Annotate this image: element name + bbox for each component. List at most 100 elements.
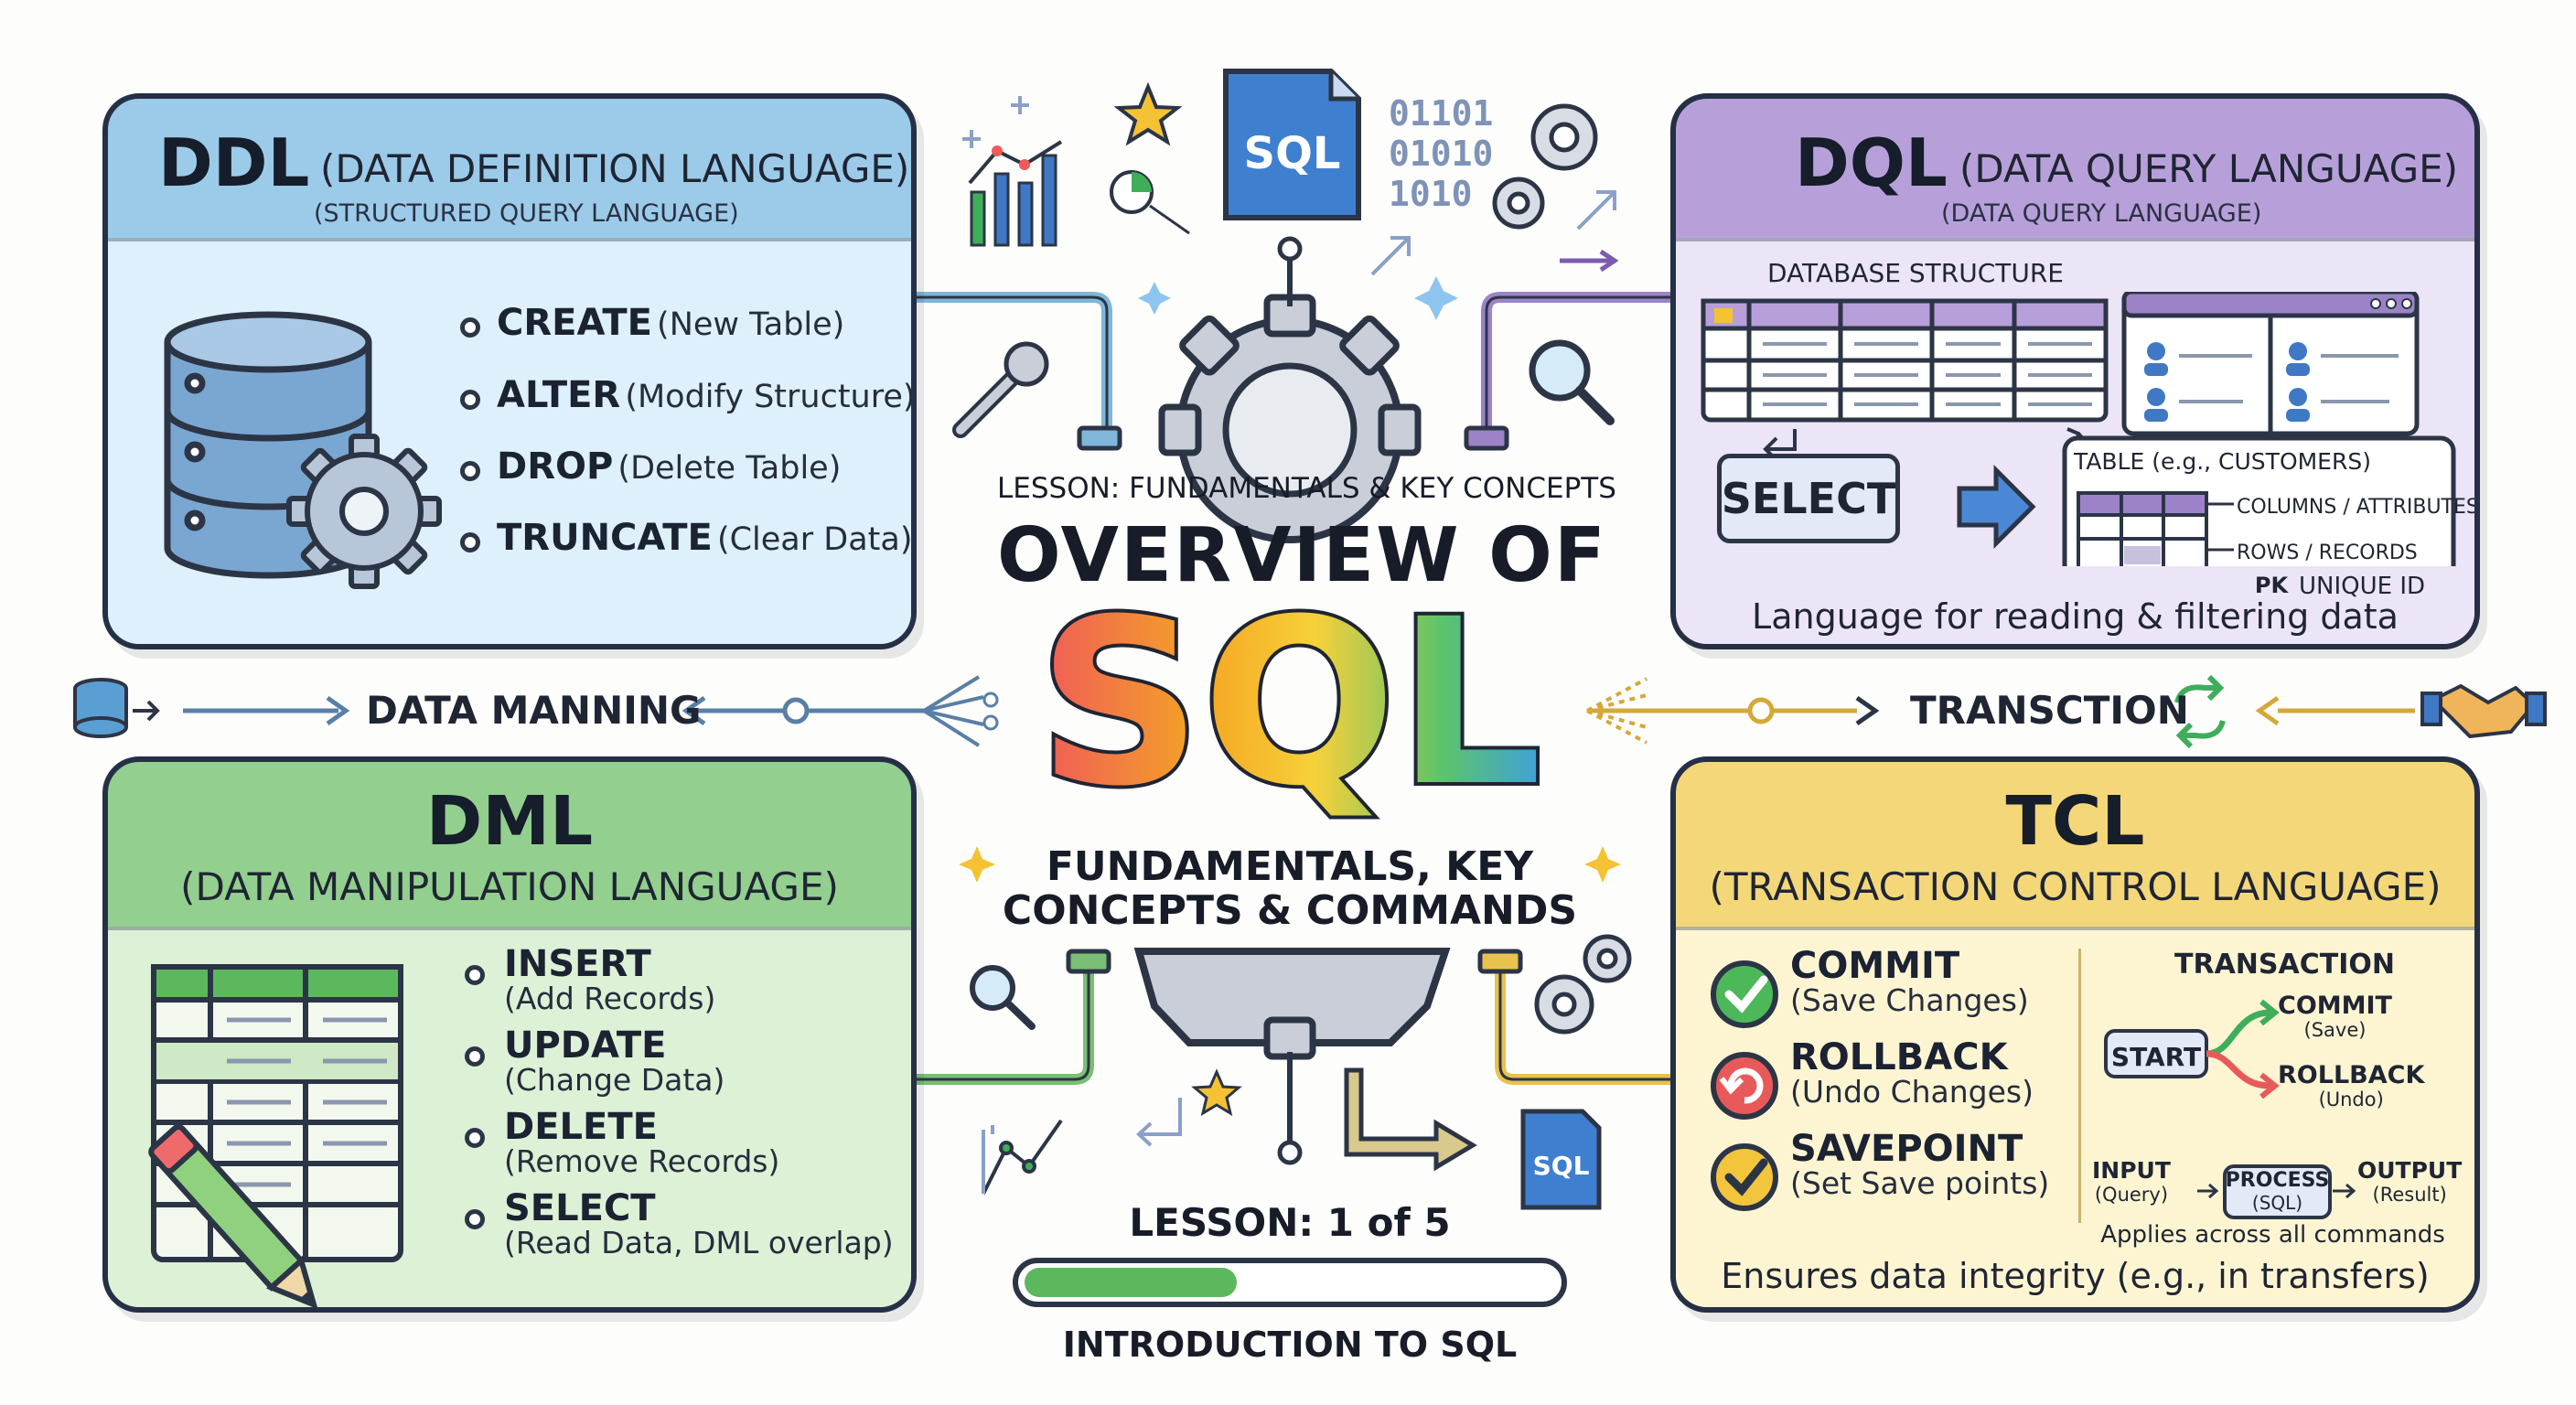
overview-title: OVERVIEW OF [997, 512, 1607, 599]
dml-panel: DML (DATA MANIPULATION LANGUAGE) [102, 756, 917, 1313]
tcl-caption: Ensures data integrity (e.g., in transfe… [1721, 1256, 2430, 1296]
select-button[interactable]: SELECT [1717, 454, 1900, 543]
sql-file-label: SQL [1243, 128, 1341, 179]
transaction-flow [2104, 999, 2356, 1219]
lesson-progress-bar [1013, 1258, 1567, 1307]
branch-commit: COMMIT (Save) [2278, 993, 2392, 1042]
command-description: (New Table) [657, 306, 845, 343]
tcl-header: TCL (TRANSACTION CONTROL LANGUAGE) [1676, 762, 2474, 927]
input-sub: (Query) [2094, 1184, 2169, 1206]
command-keyword: INSERT [504, 943, 651, 985]
ddl-command-alter: ALTER (Modify Structure) [497, 374, 916, 416]
dml-bullet [465, 1128, 485, 1148]
dml-header: DML (DATA MANIPULATION LANGUAGE) [108, 762, 911, 927]
sparkle-yellow-right-icon [1584, 846, 1621, 883]
ddl-subtitle: (STRUCTURED QUERY LANGUAGE) [314, 199, 739, 228]
command-keyword: ROLLBACK [1790, 1036, 2008, 1078]
dml-acronym: DML [425, 782, 594, 861]
dml-bullet [465, 1209, 485, 1229]
gear-pair-icon [1534, 934, 1632, 1035]
ddl-command-create: CREATE (New Table) [497, 302, 844, 344]
tcl-divider [2078, 949, 2081, 1223]
bar-chart-icon [968, 140, 1063, 247]
ddl-full-name: (DATA DEFINITION LANGUAGE) [320, 146, 910, 191]
command-keyword: CREATE [497, 302, 652, 344]
magnifier-icon [1529, 339, 1615, 425]
lesson-label: LESSON: FUNDAMENTALS & KEY CONCEPTS [997, 472, 1616, 505]
command-description: (Clear Data) [716, 521, 913, 558]
pie-chart-icon [1110, 170, 1190, 235]
rollback-icon [1711, 1052, 1778, 1120]
tcl-icons [1711, 960, 1778, 1211]
dml-full-name: (DATA MANIPULATION LANGUAGE) [180, 864, 839, 909]
commit-check-icon [1711, 960, 1778, 1028]
spreadsheet-pencil-icon [148, 964, 403, 1307]
ddl-bullet [460, 317, 480, 338]
sql-big-title: SQL [1034, 585, 1546, 823]
command-keyword: ALTER [497, 374, 621, 416]
branch-rollback-sub: (Undo) [2318, 1089, 2384, 1110]
command-keyword: SAVEPOINT [1790, 1128, 2023, 1170]
svg-text:SQL: SQL [1037, 585, 1542, 823]
swap-arrows-icon [2174, 674, 2226, 749]
transaction-label: TRANSCTION [1910, 688, 2189, 733]
transaction-connector [1586, 677, 2415, 745]
dql-diagram [1701, 292, 2456, 566]
ddl-body: CREATE (New Table) ALTER (Modify Structu… [108, 238, 911, 644]
start-node[interactable]: START [2110, 1042, 2202, 1072]
ddl-bullet [460, 461, 480, 481]
dql-acronym: DQL [1795, 124, 1948, 201]
progress-label: LESSON: 1 of 5 [1129, 1200, 1451, 1245]
input-label: INPUT [2092, 1157, 2171, 1184]
binary-line: 01010 [1389, 134, 1494, 174]
data-manning-connector [183, 675, 999, 747]
transaction-title: TRANSACTION [2174, 949, 2395, 981]
central-gear-bottom-icon [1133, 948, 1451, 1060]
database-structure-label: DATABASE STRUCTURE [1767, 258, 2064, 288]
lesson-footer: INTRODUCTION TO SQL [1062, 1325, 1518, 1365]
tcl-command-savepoint: SAVEPOINT (Set Save points) [1790, 1128, 2050, 1201]
bent-arrow-icon [1344, 1067, 1477, 1172]
sparkle-blue-icon [1414, 276, 1458, 320]
return-arrow-icon [1136, 1098, 1182, 1147]
magnifier-small-icon [970, 965, 1036, 1030]
database-gear-icon [164, 311, 442, 589]
dql-header: DQL (DATA QUERY LANGUAGE) (DATA QUERY LA… [1676, 99, 2474, 238]
subtitle-line2: CONCEPTS & COMMANDS [1002, 887, 1578, 934]
binary-line: 1010 [1389, 174, 1473, 214]
line-scatter-icon [982, 1119, 1063, 1195]
dml-body: INSERT (Add Records) UPDATE (Change Data… [108, 927, 911, 1307]
dql-panel: DQL (DATA QUERY LANGUAGE) (DATA QUERY LA… [1670, 93, 2480, 649]
command-description: (Modify Structure) [625, 379, 916, 415]
command-description: (Set Save points) [1790, 1165, 2050, 1201]
dml-command-insert: INSERT (Add Records) [504, 943, 715, 1016]
command-keyword: UPDATE [504, 1024, 667, 1067]
output-sub: (Result) [2372, 1184, 2447, 1206]
branch-rollback: ROLLBACK (Undo) [2278, 1063, 2424, 1111]
tcl-body: COMMIT (Save Changes) ROLLBACK (Undo Cha… [1676, 927, 2474, 1307]
branch-commit-sub: (Save) [2303, 1019, 2367, 1041]
dql-subtitle: (DATA QUERY LANGUAGE) [1941, 199, 2262, 228]
tcl-acronym: TCL [2005, 782, 2145, 861]
ddl-command-drop: DROP (Delete Table) [497, 445, 841, 488]
sparkle-blue-small-icon [1138, 282, 1171, 315]
ddl-command-truncate: TRUNCATE (Clear Data) [497, 517, 913, 559]
input-node: INPUT (Query) [2092, 1159, 2171, 1207]
rows-label: ROWS / RECORDS [2237, 542, 2418, 564]
command-description: (Delete Table) [617, 450, 842, 487]
command-keyword: SELECT [504, 1187, 656, 1229]
binary-text: 01101 01010 1010 [1389, 93, 1493, 214]
data-manning-label: DATA MANNING [366, 688, 702, 733]
output-label: OUTPUT [2357, 1157, 2463, 1184]
star-small-icon [1191, 1068, 1242, 1117]
command-keyword: DELETE [504, 1106, 658, 1148]
ddl-acronym: DDL [158, 124, 310, 201]
dql-caption: Language for reading & filtering data [1752, 596, 2399, 637]
command-keyword: COMMIT [1790, 945, 1960, 987]
wrench-icon [952, 341, 1049, 438]
dml-command-delete: DELETE (Remove Records) [504, 1106, 779, 1179]
ddl-panel: DDL (DATA DEFINITION LANGUAGE) (STRUCTUR… [102, 93, 917, 649]
tcl-panel: TCL (TRANSACTION CONTROL LANGUAGE) COMMI… [1670, 756, 2480, 1313]
central-gear-top-icon [1158, 294, 1422, 543]
applies-note: Applies across all commands [2100, 1221, 2445, 1249]
